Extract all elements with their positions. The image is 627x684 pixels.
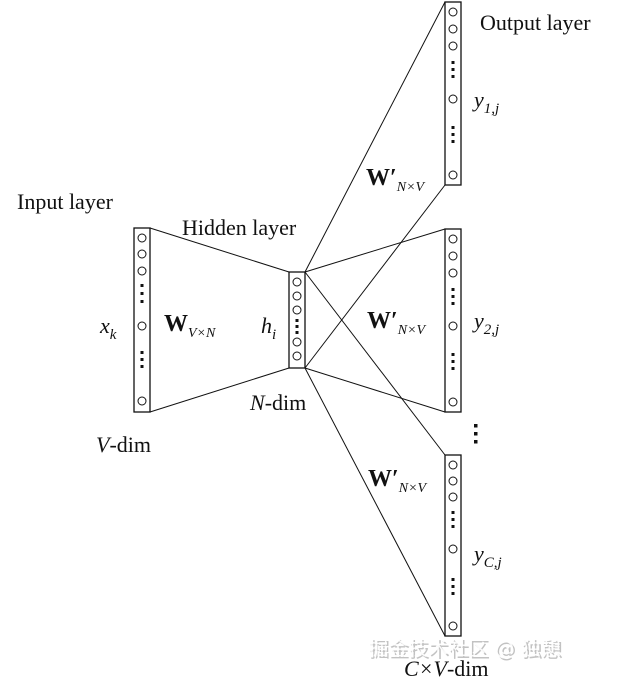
output-weight-1-base: W′ bbox=[366, 165, 397, 191]
n-dim-rest: -dim bbox=[265, 390, 307, 415]
output-vector-label-C: yC,j bbox=[472, 541, 502, 571]
hidden-layer-vector bbox=[288, 271, 306, 369]
v-dim-var: V bbox=[96, 432, 112, 457]
hidden-outputC-line-a bbox=[304, 271, 446, 456]
n-dim-var: N bbox=[249, 390, 266, 415]
output-ellipsis-dots bbox=[474, 424, 478, 444]
input-layer-label: Input layer bbox=[17, 189, 114, 214]
output-vector-2-base: y bbox=[472, 308, 484, 333]
output-vector-2-sub: 2,j bbox=[484, 322, 499, 338]
cv-dim-var: C×V bbox=[404, 656, 450, 681]
output-weight-label-C: W′N×V bbox=[368, 466, 428, 496]
output-vector-C-sub: C,j bbox=[484, 555, 502, 571]
hidden-output2-line-b bbox=[304, 367, 446, 413]
hidden-outputC-line-b bbox=[304, 367, 446, 637]
input-weight-sub: V×N bbox=[188, 326, 216, 341]
v-dim-label: V-dim bbox=[96, 432, 151, 457]
output-layer-label: Output layer bbox=[480, 10, 591, 35]
input-hidden-top-line bbox=[149, 227, 290, 273]
output-weight-1-sub: N×V bbox=[396, 180, 426, 195]
input-weight-label: WV×N bbox=[164, 311, 216, 341]
hidden-output1-line-b bbox=[304, 184, 446, 369]
hidden-vector-sub: i bbox=[272, 327, 276, 343]
output-weight-2-sub: N×V bbox=[397, 323, 427, 338]
input-weight-base: W bbox=[164, 311, 188, 337]
n-dim-label: N-dim bbox=[249, 390, 306, 415]
output-vector-1-sub: 1,j bbox=[484, 101, 499, 117]
output-weight-label-1: W′N×V bbox=[366, 165, 426, 195]
hidden-layer-label: Hidden layer bbox=[182, 215, 297, 240]
input-vector-sub: k bbox=[110, 327, 117, 343]
output-weight-2-base: W′ bbox=[367, 308, 398, 334]
output-weight-C-base: W′ bbox=[368, 466, 399, 492]
output-vector-1-base: y bbox=[472, 87, 484, 112]
input-vector-base: x bbox=[99, 313, 110, 338]
hidden-output1-line-a bbox=[304, 1, 446, 273]
watermark-shadow: 掘金技术社区 @ 独憩 bbox=[370, 638, 563, 662]
output-layer-vector-2 bbox=[444, 228, 462, 413]
connection-lines bbox=[149, 1, 446, 637]
watermark: 掘金技术社区 @ 独憩 bbox=[368, 636, 561, 660]
output-vector-label-1: y1,j bbox=[472, 87, 499, 117]
cv-dim-label: C×V-dim bbox=[404, 656, 489, 681]
output-layer-vector-C bbox=[444, 454, 462, 637]
output-weight-C-sub: N×V bbox=[398, 481, 428, 496]
hidden-output2-line-a bbox=[304, 228, 446, 273]
input-hidden-bottom-line bbox=[149, 367, 290, 413]
output-vector-C-base: y bbox=[472, 541, 484, 566]
output-weight-label-2: W′N×V bbox=[367, 308, 427, 338]
output-vector-label-2: y2,j bbox=[472, 308, 499, 338]
input-vector-symbol: xk bbox=[99, 313, 117, 343]
cv-dim-rest: -dim bbox=[447, 656, 489, 681]
input-layer-vector bbox=[133, 227, 151, 413]
hidden-vector-symbol: hi bbox=[261, 313, 276, 343]
hidden-vector-base: h bbox=[261, 313, 272, 338]
v-dim-rest: -dim bbox=[109, 432, 151, 457]
output-layer-vector-1 bbox=[444, 1, 462, 186]
